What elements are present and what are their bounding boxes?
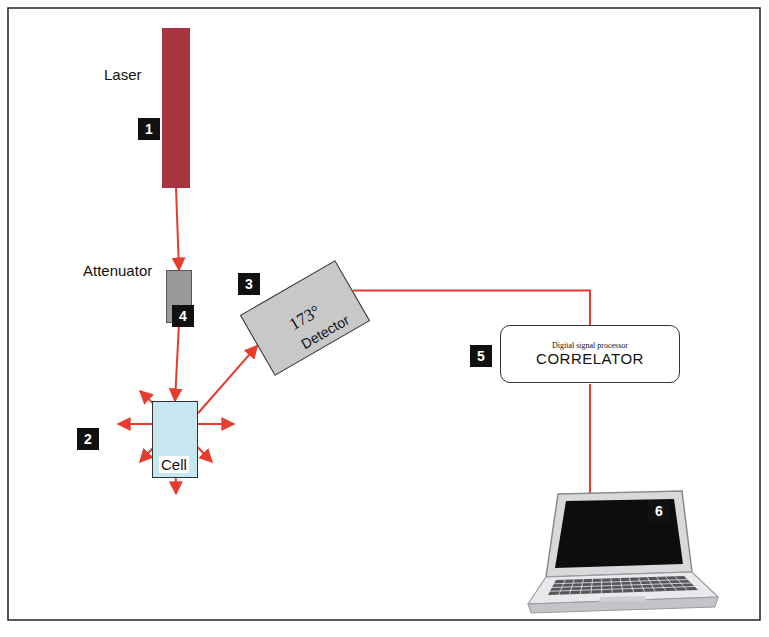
laser-tube: Laser xyxy=(162,28,190,188)
key-column xyxy=(647,577,655,591)
laser-beam xyxy=(176,188,179,270)
node-label: Cell xyxy=(159,456,189,473)
sample-cell: Cell xyxy=(152,401,198,478)
scattered-rays xyxy=(118,391,234,494)
node-sublabel: CORRELATOR xyxy=(536,350,644,367)
callout-number: 4 xyxy=(172,305,194,327)
key-column xyxy=(675,576,687,590)
laser-beam xyxy=(198,346,257,414)
laptop-icon xyxy=(528,491,718,613)
laser-beam xyxy=(175,323,179,401)
key-column xyxy=(580,579,583,594)
key-column xyxy=(638,577,644,591)
callout-number: 3 xyxy=(238,273,260,295)
signal-wire xyxy=(353,291,590,326)
data-cable xyxy=(589,384,591,497)
key-column xyxy=(601,579,602,594)
node-label: Digital signal processor xyxy=(552,341,628,350)
key-column xyxy=(629,578,634,592)
key-column xyxy=(559,580,565,595)
key-column xyxy=(620,578,623,593)
key-column xyxy=(611,578,612,593)
frame-border xyxy=(8,8,760,620)
key-column xyxy=(591,579,593,594)
callout-number: 5 xyxy=(470,345,492,367)
correlator-box: Digital signal processorCORRELATOR xyxy=(500,325,680,383)
node-label: Attenuator xyxy=(83,262,152,279)
callout-number: 2 xyxy=(77,428,99,450)
callout-number: 6 xyxy=(648,500,670,522)
node-label: Laser xyxy=(104,66,142,83)
key-column xyxy=(666,577,677,591)
key-column xyxy=(569,579,574,594)
callout-number: 1 xyxy=(138,118,160,140)
key-column xyxy=(657,577,666,591)
